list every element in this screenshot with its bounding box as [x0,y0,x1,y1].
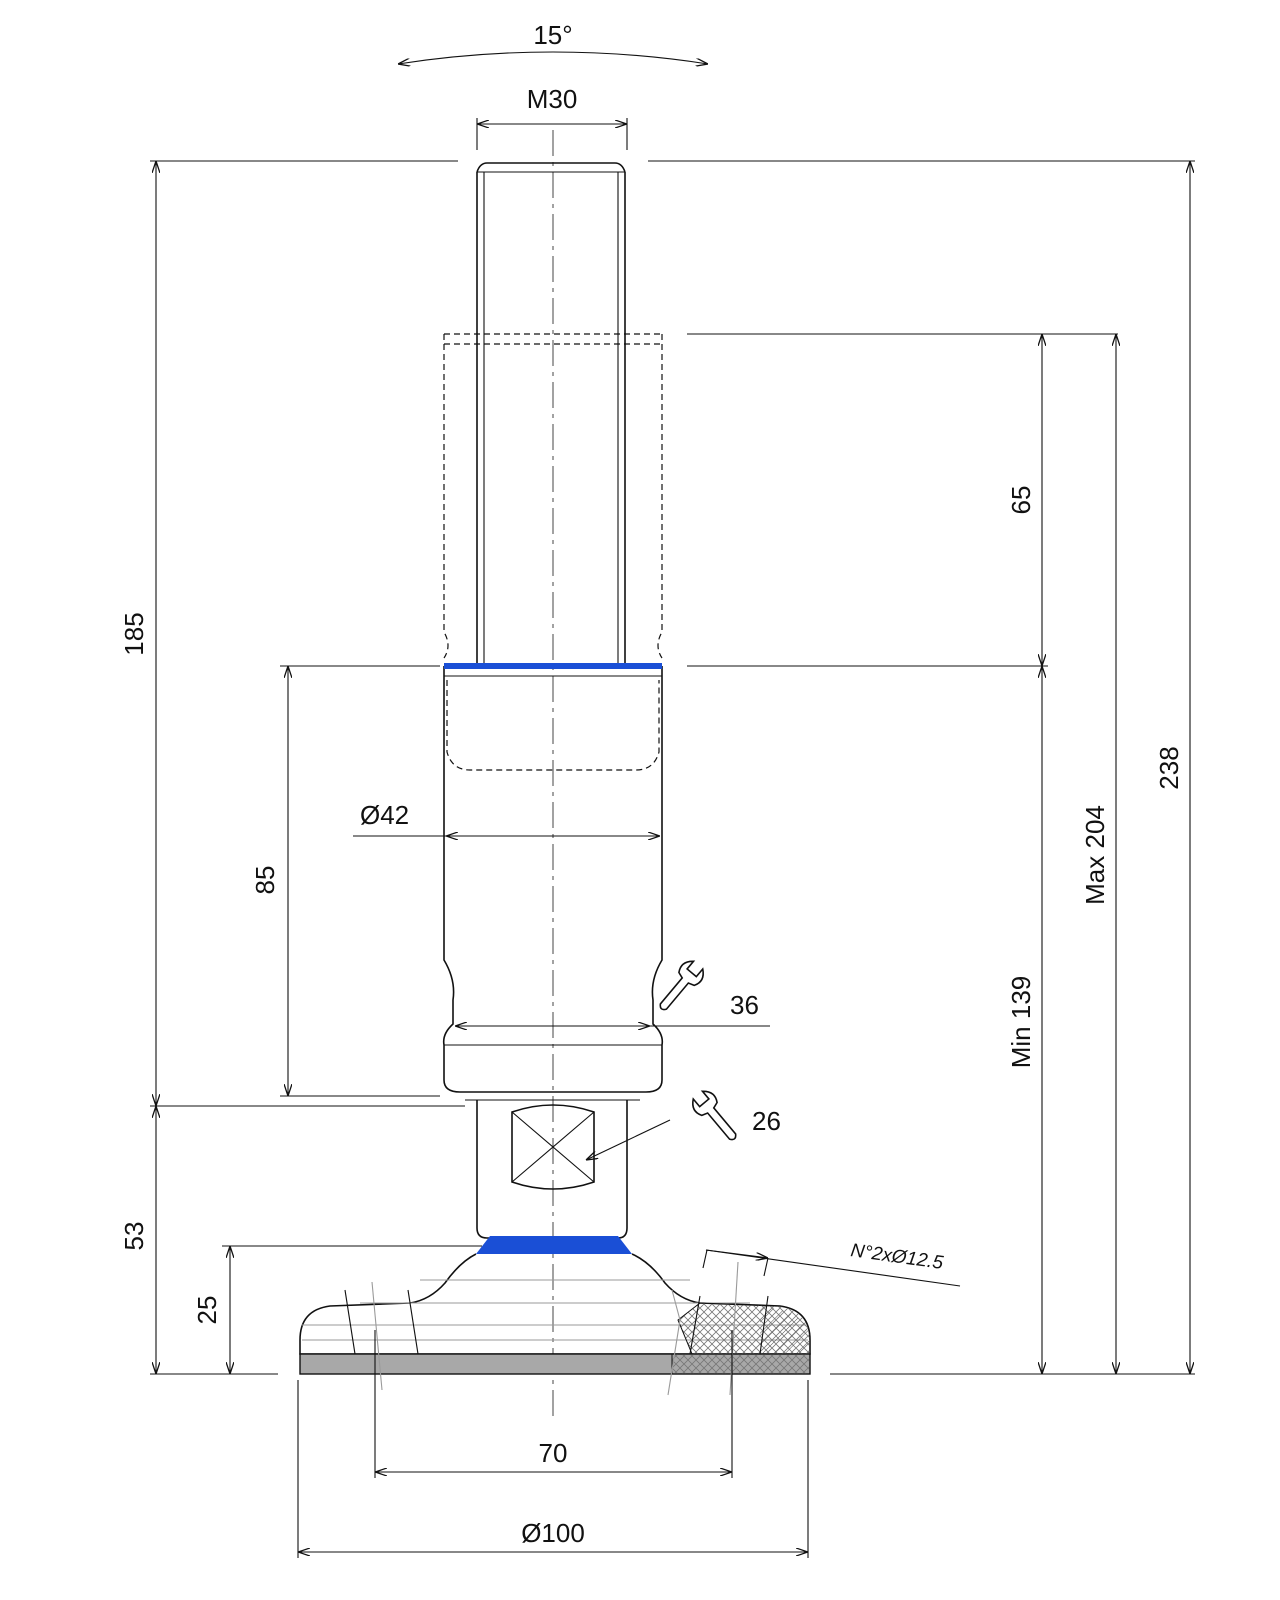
overall-238-label: 238 [1154,746,1184,789]
main-body [442,666,664,1093]
body-height-dimension: 85 [250,665,440,1097]
hole-spacing-label: 70 [539,1438,568,1468]
upper-seal-ring [444,663,662,669]
body-diameter-label: Ø42 [360,800,409,830]
wrench-36-callout: 36 [455,960,770,1026]
body-height-label: 85 [250,866,280,895]
body-diameter-dimension: Ø42 [353,800,660,836]
pad-height-label: 25 [192,1296,222,1325]
travel-65-label: 65 [1006,486,1036,515]
threaded-stem [476,162,626,666]
angle-arc [398,51,708,64]
extended-position-outline [443,333,663,771]
right-dimensions: 65 Min 139 Max 204 238 [648,160,1195,1374]
angle-label: 15° [533,20,572,50]
wrench-icon [692,1090,737,1141]
hole-note-callout: N°2xØ12.5 [702,1240,961,1287]
base-height-dimension: 53 [119,1106,156,1374]
min-height-label: Min 139 [1006,976,1036,1069]
wrench-26-label: 26 [752,1106,781,1136]
wrench-26-callout: 26 [586,1090,781,1160]
base-seal [476,1236,632,1254]
thread-dimension: M30 [476,84,628,150]
pad-height-dimension: 25 [192,1245,482,1374]
wrench-icon [659,960,704,1011]
base-foot [299,1253,811,1396]
max-height-label: Max 204 [1080,805,1110,905]
thread-label: M30 [527,84,578,114]
base-height-label: 53 [119,1222,149,1251]
base-diameter-dimension: Ø100 [297,1380,809,1558]
wrench-36-label: 36 [730,990,759,1020]
height-185-dimension: 185 [119,160,465,1107]
hole-note-label: N°2xØ12.5 [849,1240,945,1274]
height-185-label: 185 [119,612,149,655]
base-diameter-label: Ø100 [521,1518,585,1548]
hole-spacing-dimension: 70 [374,1330,733,1478]
